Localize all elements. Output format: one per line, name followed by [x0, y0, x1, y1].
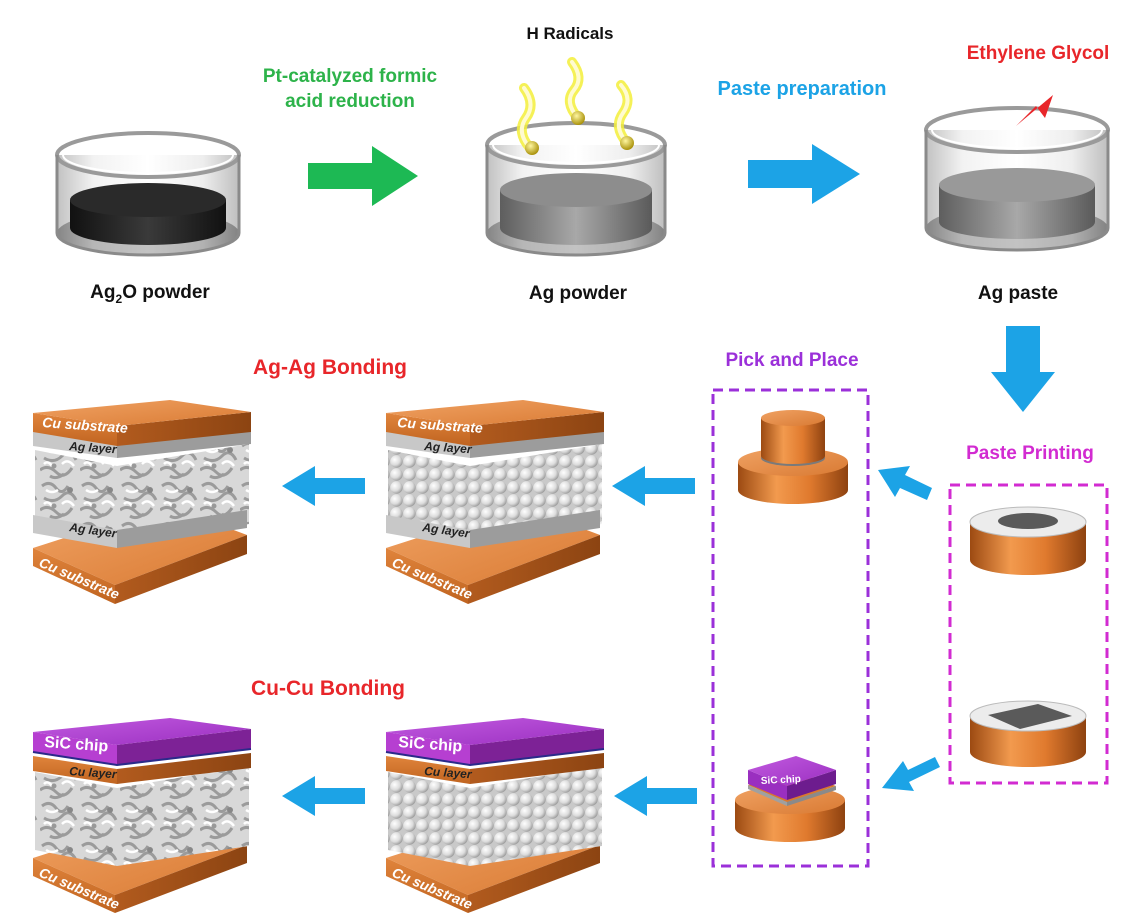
ethylene-glycol-label: Ethylene Glycol — [967, 43, 1110, 64]
cu-cu-stack-after — [32, 718, 252, 913]
ag-ag-stack-before — [386, 400, 604, 604]
printed-disc-square — [969, 700, 1087, 767]
paste-preparation-label: Paste preparation — [718, 78, 887, 100]
pt-reduction-label-line2: acid reduction — [285, 91, 415, 112]
green-arrow-icon — [308, 146, 418, 206]
cu-cu-stack-before — [385, 718, 605, 913]
blue-arrow-diag-lower-icon — [882, 757, 940, 791]
pick-place-stacked-disc — [738, 410, 848, 504]
blue-arrow-left-4-icon — [282, 776, 365, 816]
red-pointer-icon — [1016, 95, 1053, 126]
blue-arrow-right-icon — [748, 144, 860, 204]
cu-cu-bonding-title: Cu-Cu Bonding — [251, 677, 405, 700]
paste-printing-box — [948, 483, 1109, 785]
ag2o-powder-label: Ag2O powder — [90, 282, 210, 306]
pick-and-place-title: Pick and Place — [725, 350, 858, 371]
ag-after-top-layer-label: Ag layer — [68, 439, 119, 456]
cu-after-sic-label: SiC chip — [44, 734, 109, 755]
ag-before-bottom-layer-label: Ag layer — [421, 520, 472, 541]
cu-before-sic-label: SiC chip — [398, 734, 463, 755]
cu-after-cu-layer-label: Cu layer — [69, 764, 119, 781]
pick-and-place-box — [711, 388, 870, 868]
ag-paste-dish — [924, 106, 1110, 252]
ag-before-top-layer-label: Ag layer — [423, 439, 474, 456]
ag-powder-label: Ag powder — [529, 283, 628, 304]
blue-arrow-diag-upper-icon — [878, 466, 932, 500]
pick-place-chip-disc: SiC chip — [735, 756, 845, 842]
ag-before-top-substrate-label: Cu substrate — [397, 414, 484, 436]
pt-reduction-label-line1: Pt-catalyzed formic — [263, 66, 438, 87]
h-radicals-label: H Radicals — [527, 24, 614, 43]
ag-ag-stack-after — [33, 400, 251, 604]
blue-arrow-down-icon — [991, 326, 1055, 412]
ag-paste-label: Ag paste — [978, 283, 1058, 304]
blue-arrow-left-2-icon — [282, 466, 365, 506]
ag-powder-dish — [485, 121, 667, 257]
ag-after-top-substrate-label: Cu substrate — [42, 414, 129, 436]
ag2o-dish — [55, 131, 241, 257]
blue-arrow-left-1-icon — [612, 466, 695, 506]
cu-before-cu-layer-label: Cu layer — [424, 764, 474, 781]
h-radicals-group — [516, 57, 634, 155]
blue-arrow-left-3-icon — [614, 776, 697, 816]
ag-ag-bonding-title: Ag-Ag Bonding — [253, 356, 407, 379]
ag-after-bottom-layer-label: Ag layer — [68, 520, 119, 541]
printed-disc-round — [969, 506, 1087, 575]
paste-printing-title: Paste Printing — [966, 443, 1094, 464]
sic-chip-small-label: SiC chip — [761, 774, 802, 787]
